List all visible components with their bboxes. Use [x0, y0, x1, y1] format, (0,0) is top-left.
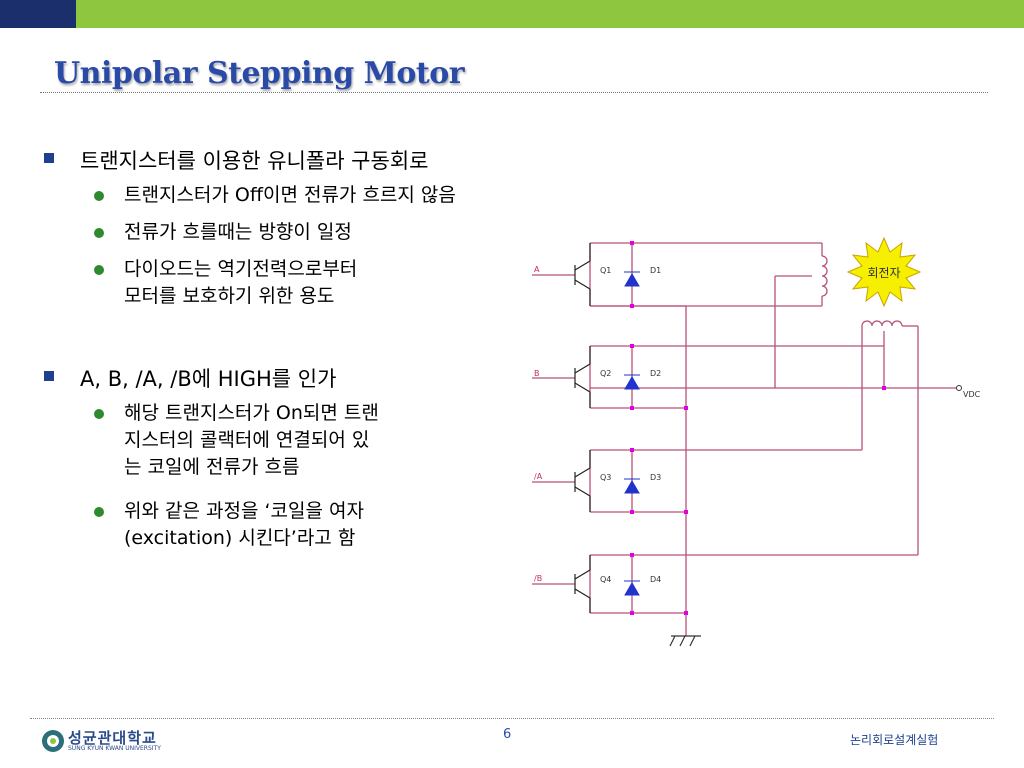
round-bullet-icon — [94, 228, 104, 238]
label-q4: Q4 — [600, 575, 611, 584]
transistor-q4 — [574, 555, 591, 613]
input-label-a-bar: /A — [534, 472, 543, 481]
label-d2: D2 — [650, 369, 661, 378]
sub-bullet-1-2: 전류가 흐를때는 방향이 일정 — [94, 219, 352, 246]
top-bar-green — [76, 0, 1024, 28]
diode-d4 — [624, 580, 640, 596]
ground-symbol — [669, 635, 701, 647]
sub-bullet-2-1: 해당 트랜지스터가 On되면 트랜 지스터의 콜랙터에 연결되어 있 는 코일에… — [94, 400, 379, 481]
footer-divider — [30, 718, 994, 719]
sub-bullet-1-3: 다이오드는 역기전력으로부터 모터를 보호하기 위한 용도 — [94, 256, 358, 310]
title-divider — [40, 92, 988, 93]
square-bullet-icon — [44, 371, 54, 381]
label-q1: Q1 — [600, 266, 611, 275]
sub-bullet-text: 위와 같은 과정을 ‘코일을 여자 — [124, 500, 364, 522]
label-d1: D1 — [650, 266, 661, 275]
rotor-starburst: 회전자 — [846, 236, 922, 308]
transistor-q1 — [574, 243, 591, 306]
university-name-ko: 성균관대학교 — [68, 729, 157, 747]
bullet-1-text: 트랜지스터를 이용한 유니폴라 구동회로 — [80, 149, 429, 173]
university-emblem-icon — [42, 730, 64, 752]
sub-bullet-text: 전류가 흐를때는 방향이 일정 — [124, 221, 352, 243]
sub-bullet-text: 해당 트랜지스터가 On되면 트랜 — [124, 402, 379, 424]
diode-d1 — [624, 271, 640, 287]
diode-d2 — [624, 374, 640, 390]
course-name: 논리회로설계실험 — [850, 733, 939, 747]
input-label-b: B — [534, 369, 540, 378]
diode-d3 — [624, 478, 640, 494]
transistor-q3 — [574, 450, 591, 512]
label-q2: Q2 — [600, 369, 611, 378]
square-bullet-icon — [44, 153, 54, 163]
sub-bullet-text: 는 코일에 전류가 흐름 — [124, 456, 300, 478]
vdc-terminal — [956, 385, 962, 391]
top-bar-dark — [0, 0, 76, 28]
sub-bullet-1-1: 트랜지스터가 Off이면 전류가 흐르지 않음 — [94, 182, 456, 209]
label-d3: D3 — [650, 473, 661, 482]
slide-title: Unipolar Stepping Motor — [54, 56, 465, 91]
round-bullet-icon — [94, 409, 104, 419]
input-label-b-bar: /B — [534, 574, 542, 583]
sub-bullet-text: 모터를 보호하기 위한 용도 — [124, 285, 335, 307]
sub-bullet-text: 다이오드는 역기전력으로부터 — [124, 258, 358, 280]
bullet-2: A, B, /A, /B에 HIGH를 인가 — [44, 363, 337, 393]
label-vdc: VDC — [963, 390, 981, 399]
round-bullet-icon — [94, 507, 104, 517]
rotor-label: 회전자 — [867, 266, 900, 280]
input-label-a: A — [534, 265, 540, 274]
university-name-en: SUNG KYUN KWAN UNIVERSITY — [68, 745, 161, 752]
bullet-2-text: A, B, /A, /B에 HIGH를 인가 — [80, 367, 337, 391]
sub-bullet-text: (excitation) 시킨다’라고 함 — [124, 527, 356, 549]
label-q3: Q3 — [600, 473, 611, 482]
sub-bullet-text: 트랜지스터가 Off이면 전류가 흐르지 않음 — [124, 184, 456, 206]
round-bullet-icon — [94, 265, 104, 275]
bullet-1: 트랜지스터를 이용한 유니폴라 구동회로 — [44, 145, 429, 175]
label-d4: D4 — [650, 575, 661, 584]
transistor-q2 — [574, 346, 591, 408]
round-bullet-icon — [94, 191, 104, 201]
sub-bullet-text: 지스터의 콜랙터에 연결되어 있 — [124, 429, 370, 451]
university-logo: 성균관대학교 SUNG KYUN KWAN UNIVERSITY — [40, 725, 180, 757]
page-number: 6 — [503, 727, 512, 742]
sub-bullet-2-2: 위와 같은 과정을 ‘코일을 여자 (excitation) 시킨다’라고 함 — [94, 498, 364, 552]
